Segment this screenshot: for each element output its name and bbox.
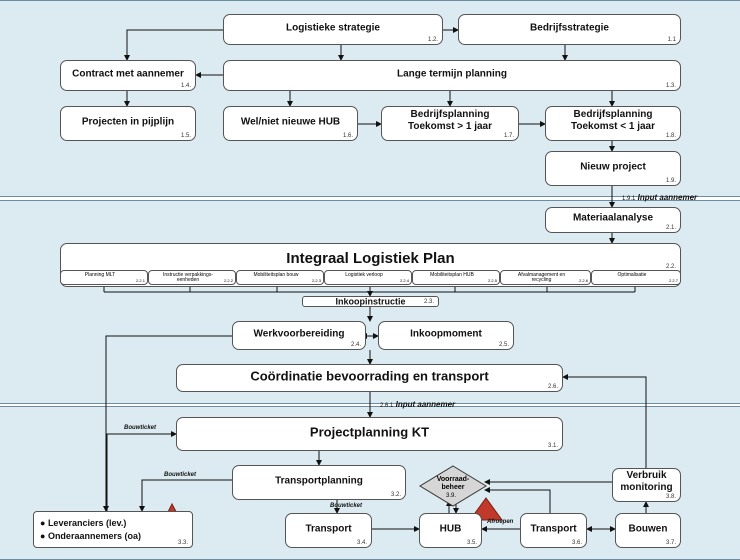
box-bedrijfsplanning-groot: Bedrijfsplanning Toekomst > 1 jaar 1.7. — [381, 106, 519, 141]
legend-item-onderaannemers: ● Onderaannemers (oa) — [40, 531, 141, 541]
edge-label-bouwticket-1: Bouwticket — [124, 425, 157, 431]
edge-label-afroepen: Afroepen — [487, 519, 514, 525]
box-lange-termijn-planning: Lange termijn planning 1.3. — [223, 60, 681, 91]
box-transport-1: Transport 3.4. — [285, 513, 372, 548]
box-verbruik-monitoring: Verbruik monitoring 3.8. — [612, 468, 681, 502]
box-wel-niet-nieuwe-hub: Wel/niet nieuwe HUB 1.6. — [223, 106, 358, 141]
box-contract-met-aannemer: Contract met aannemer 1.4. — [60, 60, 196, 91]
box-inkoopinstructie: Inkoopinstructie 2.3. — [302, 296, 439, 307]
box-bedrijfsstrategie: Bedrijfsstrategie 1.1 — [458, 14, 681, 45]
input-aannemer-2: 2.6.1 Input aannemer — [380, 400, 456, 409]
legend-list: ● Leveranciers (lev.) ● Onderaannemers (… — [40, 517, 141, 543]
label-voorraadbeheer: Voorraad- beheer — [436, 476, 470, 491]
box-transport-2: Transport 3.6. — [520, 513, 587, 548]
legend-item-leveranciers: ● Leveranciers (lev.) — [40, 518, 127, 528]
box-leveranciers-onderaannemers: ● Leveranciers (lev.) ● Onderaannemers (… — [33, 511, 193, 548]
input-aannemer-1: 1.9.1 Input aannemer — [622, 193, 698, 202]
box-werkvoorbereiding: Werkvoorbereiding 2.4. — [232, 321, 366, 350]
box-projecten-in-pijplijn: Projecten in pijplijn 1.5. — [60, 106, 196, 141]
box-hub: HUB 3.5. — [419, 513, 482, 548]
box-coordinatie-bevoorrading: Coördinatie bevoorrading en transport 2.… — [176, 364, 563, 392]
box-logistieke-strategie: Logistieke strategie 1.2. — [223, 14, 443, 45]
box-bouwen: Bouwen 3.7. — [615, 513, 681, 548]
box-bedrijfsplanning-klein: Bedrijfsplanning Toekomst < 1 jaar 1.8. — [545, 106, 681, 141]
voorraadbeheer-diamond — [419, 465, 487, 507]
box-materiaalanalyse: Materiaalanalyse 2.1. — [545, 207, 681, 233]
box-transportplanning: Transportplanning 3.2. — [232, 465, 406, 500]
box-inkoopmoment: Inkoopmoment 2.5. — [378, 321, 514, 350]
box-projectplanning-kt: Projectplanning KT 3.1. — [176, 417, 563, 451]
box-nieuw-project: Nieuw project 1.9. — [545, 151, 681, 186]
edge-label-bouwticket-3: Bouwticket — [330, 503, 363, 509]
edge-label-bouwticket-2: Bouwticket — [164, 472, 197, 478]
num-voorraadbeheer: 3.9. — [446, 493, 457, 499]
